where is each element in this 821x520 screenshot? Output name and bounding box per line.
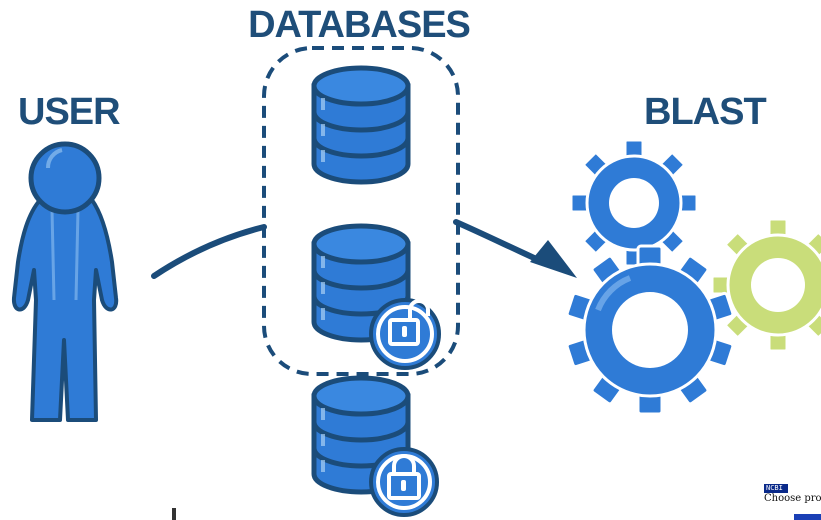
blast-label: BLAST [644, 91, 767, 133]
user-figure-icon [11, 141, 119, 422]
thumbnail-text: Choose pro [764, 493, 821, 504]
database-group-border [262, 46, 460, 376]
database-icon [311, 223, 411, 343]
bottom-mark [172, 508, 176, 520]
user-label: USER [18, 91, 121, 133]
ncbi-thumbnail: NCBI Choose pro [764, 484, 821, 520]
databases-label: DATABASES [248, 4, 471, 46]
gear-icon [565, 244, 735, 416]
gear-icon [569, 138, 699, 268]
database-icon [311, 65, 411, 185]
unlocked-padlock-icon [369, 298, 441, 370]
locked-padlock-icon [369, 447, 439, 517]
gear-icon [710, 217, 821, 353]
thumbnail-button [794, 514, 821, 520]
user-connector [151, 224, 267, 279]
thumbnail-header: NCBI [764, 484, 788, 493]
arrow-to-blast [453, 219, 577, 278]
